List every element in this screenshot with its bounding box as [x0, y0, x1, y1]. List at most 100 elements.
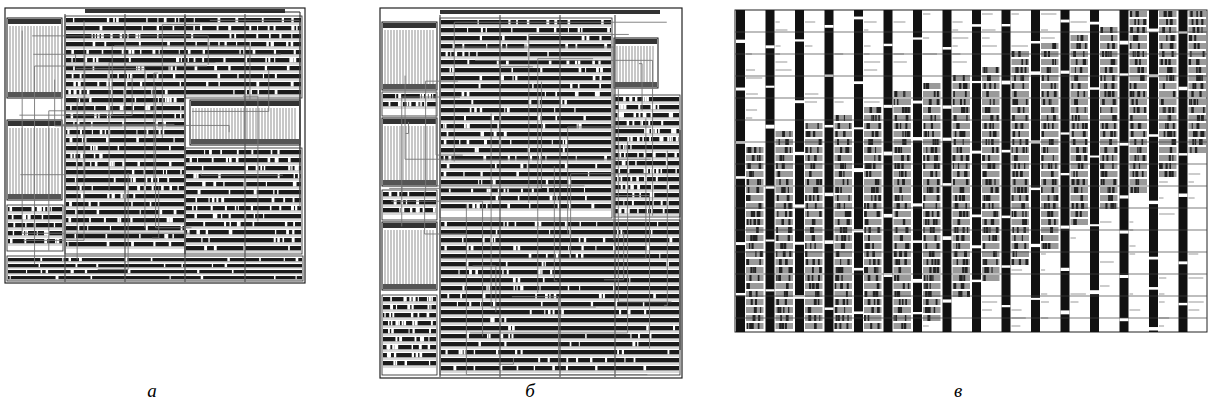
cell-contact — [758, 323, 760, 329]
cell-gap — [543, 278, 545, 282]
cell-gap — [467, 92, 470, 96]
cell-gap — [39, 207, 41, 211]
cell-gap — [486, 286, 487, 290]
cell-contact — [839, 171, 841, 177]
cell-gap — [579, 286, 580, 290]
cell-gap — [420, 94, 421, 98]
route-wire — [229, 125, 230, 132]
rail-line — [441, 154, 611, 155]
cell-gap — [118, 146, 119, 150]
cell-contact — [812, 283, 815, 289]
cell-row — [441, 84, 611, 88]
cell-gap — [94, 106, 95, 110]
rail-line — [441, 106, 611, 107]
cell-contact — [778, 171, 780, 177]
cell-gap — [296, 276, 297, 279]
cell-gap — [291, 206, 294, 210]
cell-gap — [395, 345, 396, 349]
cell-contact — [815, 187, 818, 193]
cell-contact — [788, 219, 790, 225]
cell-contact — [814, 299, 817, 305]
dense-cell — [746, 267, 764, 273]
cell-gap — [285, 222, 287, 226]
cell-gap — [173, 74, 175, 78]
cell-gap — [446, 52, 448, 56]
divider-line — [559, 15, 560, 377]
cell-gap — [636, 177, 639, 181]
cell-gap — [136, 138, 139, 142]
cell-gap — [196, 206, 197, 210]
cell-gap — [389, 192, 392, 196]
cell-gap — [565, 140, 567, 144]
dense-cell — [776, 267, 794, 273]
cell-gap — [501, 44, 503, 48]
cell-row — [615, 137, 679, 141]
cell-gap — [670, 137, 671, 141]
stripe-gap — [825, 193, 834, 196]
bit-line — [400, 30, 401, 84]
rail-line — [383, 359, 436, 360]
bit-line — [415, 30, 416, 84]
rail-line — [383, 335, 436, 336]
dense-cell — [835, 243, 853, 249]
route-wire — [23, 240, 84, 241]
cell-gap — [293, 222, 295, 226]
bit-line — [58, 128, 59, 194]
cell-contact — [753, 211, 755, 217]
cell-contact — [753, 219, 756, 225]
cell-gap — [550, 196, 553, 200]
bit-line — [250, 108, 251, 139]
cell-gap — [107, 194, 109, 198]
memory-decoder — [383, 23, 436, 28]
cell-gap — [507, 222, 509, 226]
cell-gap — [216, 198, 218, 202]
cell-gap — [584, 188, 585, 192]
cell-contact — [809, 195, 811, 201]
cell-gap — [141, 66, 144, 70]
cell-gap — [81, 194, 83, 198]
cell-gap — [428, 345, 430, 349]
cell-row — [615, 105, 679, 109]
cell-gap — [113, 162, 114, 166]
cell-contact — [780, 155, 782, 161]
power-stripe — [766, 10, 775, 332]
cell-gap — [153, 242, 155, 246]
bit-line — [433, 126, 434, 180]
cell-gap — [272, 198, 275, 202]
cell-gap — [552, 140, 553, 144]
cell-contact — [759, 147, 760, 153]
cell-gap — [647, 246, 649, 250]
route-wire — [210, 20, 300, 21]
cell-row — [383, 297, 436, 301]
rail-line — [383, 319, 436, 320]
stripe-gap — [825, 125, 834, 128]
bit-line — [650, 46, 651, 82]
cell-contact — [788, 235, 790, 241]
cell-contact — [812, 259, 814, 265]
cell-gap — [515, 350, 517, 354]
cell-gap — [95, 162, 98, 166]
cell-gap — [630, 177, 632, 181]
bit-line — [280, 108, 281, 139]
cell-contact — [847, 283, 849, 289]
stripe-gap — [766, 125, 775, 129]
cell-gap — [100, 154, 101, 158]
cell-contact — [757, 219, 760, 225]
cell-contact — [785, 211, 787, 217]
cell-gap — [201, 238, 202, 242]
cell-gap — [566, 366, 568, 370]
cell-gap — [413, 297, 416, 301]
cell-gap — [399, 208, 400, 212]
dense-cell — [746, 259, 764, 265]
divider-line — [439, 15, 440, 377]
route-wire — [639, 63, 642, 64]
cell-gap — [543, 124, 545, 128]
rail-line — [8, 274, 302, 275]
cell-gap — [480, 36, 482, 40]
cell-gap — [176, 58, 179, 62]
cell-gap — [288, 246, 290, 250]
bit-line — [10, 128, 11, 194]
cell-gap — [175, 18, 176, 22]
cell-gap — [114, 178, 116, 182]
dense-cell — [746, 307, 764, 313]
